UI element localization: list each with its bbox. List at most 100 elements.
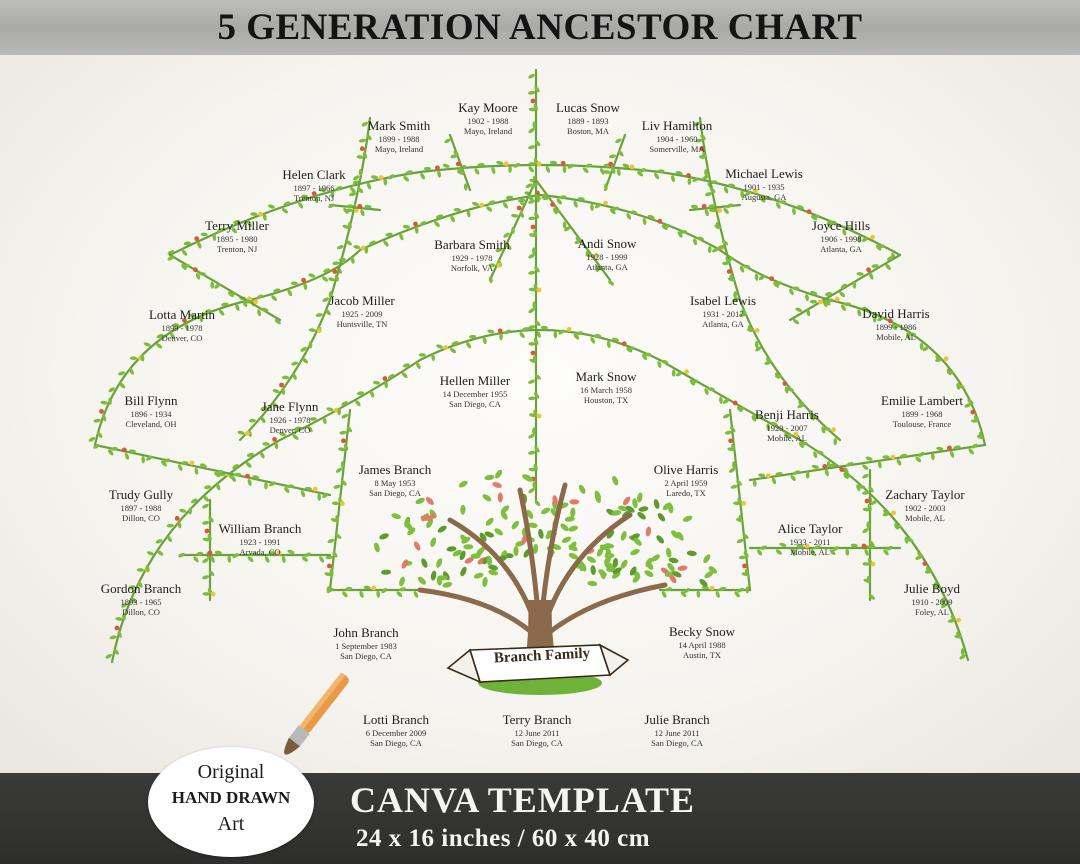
person-name: Lotti Branch: [321, 712, 471, 728]
person-name: Julie Branch: [602, 712, 752, 728]
person-great-great-grandparents-14: Emilie Lambert1899 - 1968Toulouse, Franc…: [847, 393, 997, 429]
person-great-great-grandparents-3: Bill Flynn1896 - 1934Cleveland, OH: [76, 393, 226, 429]
person-grandparents-4: Olive Harris2 April 1959Laredo, TX: [611, 462, 761, 498]
person-place: Mobile, AL: [712, 433, 862, 443]
person-parents-1: John Branch1 September 1983San Diego, CA: [291, 625, 441, 661]
person-place: Laredo, TX: [611, 488, 761, 498]
person-name: James Branch: [320, 462, 470, 478]
person-place: Atlanta, GA: [648, 319, 798, 329]
person-great-grandparents-1: William Branch1923 - 1991Arvada, CO: [185, 521, 335, 557]
person-great-great-grandparents-12: Joyce Hills1906 - 1998Atlanta, GA: [766, 218, 916, 254]
person-place: Atlanta, GA: [766, 244, 916, 254]
person-name: Lucas Snow: [513, 100, 663, 116]
person-name: Benji Harris: [712, 407, 862, 423]
person-dates: 1899 - 1986: [821, 322, 971, 332]
person-place: Toulouse, France: [847, 419, 997, 429]
person-place: Somerville, MA: [602, 144, 752, 154]
person-dates: 6 December 2009: [321, 728, 471, 738]
person-place: Augusta, GA: [689, 192, 839, 202]
person-name: Jane Flynn: [215, 399, 365, 415]
person-great-great-grandparents-15: Zachary Taylor1902 - 2003Mobile, AL: [850, 487, 1000, 523]
person-dates: 1902 - 2003: [850, 503, 1000, 513]
person-dates: 1929 - 1978: [397, 253, 547, 263]
person-name: Alice Taylor: [735, 521, 885, 537]
person-children-2: Terry Branch12 June 2011San Diego, CA: [462, 712, 612, 748]
person-name: John Branch: [291, 625, 441, 641]
template-size: 24 x 16 inches / 60 x 40 cm: [356, 825, 650, 853]
person-place: San Diego, CA: [320, 488, 470, 498]
person-great-great-grandparents-16: Julie Boyd1910 - 2009Foley, AL: [857, 581, 1007, 617]
vine-branch: [330, 410, 420, 590]
person-dates: 1901 - 1935: [689, 182, 839, 192]
person-place: San Diego, CA: [321, 738, 471, 748]
person-dates: 1896 - 1934: [76, 409, 226, 419]
person-dates: 8 May 1953: [320, 478, 470, 488]
person-dates: 16 March 1958: [531, 385, 681, 395]
person-great-great-grandparents-5: Terry Miller1895 - 1980Trenton, NJ: [162, 218, 312, 254]
person-dates: 1 September 1983: [291, 641, 441, 651]
person-great-great-grandparents-4: Lotta Martin1899 - 1978Denver, CO: [107, 307, 257, 343]
person-place: Foley, AL: [857, 607, 1007, 617]
person-place: Houston, TX: [531, 395, 681, 405]
person-place: Cleveland, OH: [76, 419, 226, 429]
person-place: Mobile, AL: [850, 513, 1000, 523]
person-dates: 1893 - 1965: [66, 597, 216, 607]
person-great-grandparents-4: Barbara Smith1929 - 1978Norfolk, VA: [397, 237, 547, 273]
chart-area: Lotti Branch6 December 2009San Diego, CA…: [0, 55, 1080, 773]
person-name: Gordon Branch: [66, 581, 216, 597]
person-dates: 1899 - 1968: [847, 409, 997, 419]
person-dates: 1897 - 1988: [66, 503, 216, 513]
person-place: Mayo, Ireland: [324, 144, 474, 154]
person-great-grandparents-5: Andi Snow1928 - 1999Atlanta, GA: [532, 236, 682, 272]
person-name: Mark Snow: [531, 369, 681, 385]
person-dates: 1897 - 1966: [239, 183, 389, 193]
person-dates: 14 December 1955: [400, 389, 550, 399]
person-name: Terry Branch: [462, 712, 612, 728]
person-place: Mobile, AL: [735, 547, 885, 557]
person-place: San Diego, CA: [400, 399, 550, 409]
person-grandparents-1: James Branch8 May 1953San Diego, CA: [320, 462, 470, 498]
person-name: Helen Clark: [239, 167, 389, 183]
person-name: Hellen Miller: [400, 373, 550, 389]
badge-line-1: Original: [148, 761, 314, 784]
person-name: David Harris: [821, 306, 971, 322]
person-dates: 1923 - 1991: [185, 537, 335, 547]
person-dates: 1910 - 2009: [857, 597, 1007, 607]
person-name: Lotta Martin: [107, 307, 257, 323]
person-great-great-grandparents-11: Michael Lewis1901 - 1935Augusta, GA: [689, 166, 839, 202]
person-name: Joyce Hills: [766, 218, 916, 234]
person-place: San Diego, CA: [291, 651, 441, 661]
chart-title: 5 GENERATION ANCESTOR CHART: [217, 6, 862, 49]
person-name: Julie Boyd: [857, 581, 1007, 597]
person-place: Trenton, NJ: [239, 193, 389, 203]
person-great-grandparents-7: Benji Harris1929 - 2007Mobile, AL: [712, 407, 862, 443]
hand-drawn-badge: Original HAND DRAWN Art: [148, 747, 314, 857]
person-dates: 1931 - 2017: [648, 309, 798, 319]
person-name: Zachary Taylor: [850, 487, 1000, 503]
person-place: Denver, CO: [215, 425, 365, 435]
person-name: Liv Hamilton: [602, 118, 752, 134]
person-dates: 2 April 1959: [611, 478, 761, 488]
person-place: San Diego, CA: [462, 738, 612, 748]
person-name: Becky Snow: [627, 624, 777, 640]
person-place: Arvada, CO: [185, 547, 335, 557]
person-name: William Branch: [185, 521, 335, 537]
person-dates: 1906 - 1998: [766, 234, 916, 244]
person-grandparents-3: Mark Snow16 March 1958Houston, TX: [531, 369, 681, 405]
person-dates: 12 June 2011: [602, 728, 752, 738]
person-grandparents-2: Hellen Miller14 December 1955San Diego, …: [400, 373, 550, 409]
person-dates: 14 April 1988: [627, 640, 777, 650]
person-name: Terry Miller: [162, 218, 312, 234]
top-banner: 5 GENERATION ANCESTOR CHART: [0, 0, 1080, 55]
person-parents-2: Becky Snow14 April 1988Austin, TX: [627, 624, 777, 660]
template-title: CANVA TEMPLATE: [350, 779, 695, 821]
person-name: Michael Lewis: [689, 166, 839, 182]
person-place: Huntsville, TN: [287, 319, 437, 329]
person-dates: 1925 - 2009: [287, 309, 437, 319]
badge-line-2: HAND DRAWN: [148, 788, 314, 808]
person-children-3: Julie Branch12 June 2011San Diego, CA: [602, 712, 752, 748]
person-great-great-grandparents-13: David Harris1899 - 1986Mobile, AL: [821, 306, 971, 342]
person-place: San Diego, CA: [602, 738, 752, 748]
person-name: Emilie Lambert: [847, 393, 997, 409]
person-great-great-grandparents-10: Liv Hamilton1904 - 1960Somerville, MA: [602, 118, 752, 154]
